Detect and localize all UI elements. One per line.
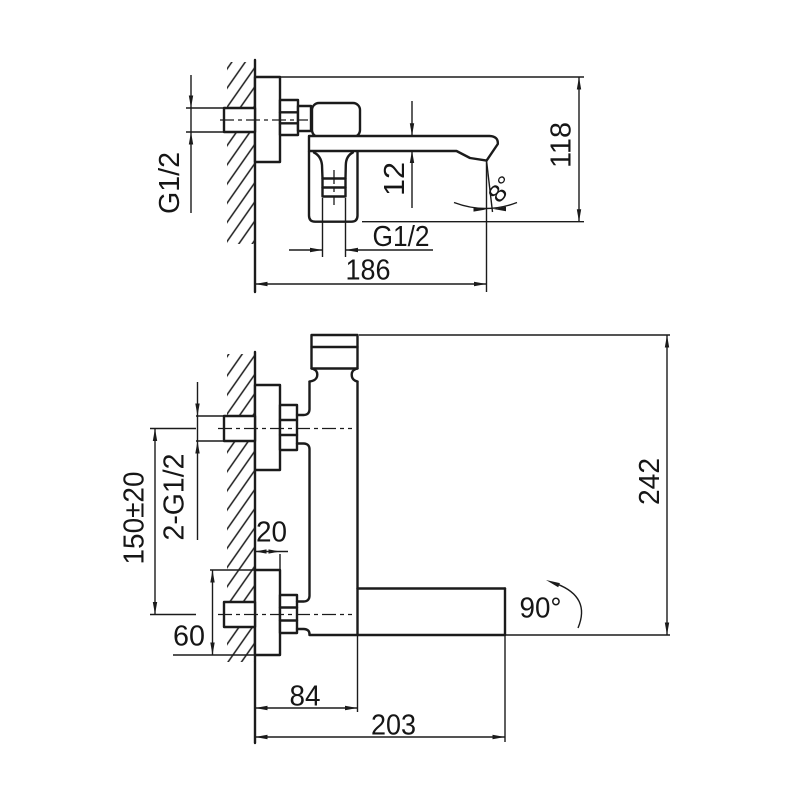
arrowhead [345, 705, 358, 711]
outlet-thread-label: G1/2 [373, 221, 430, 253]
arrowhead [152, 602, 158, 615]
escutcheon-label: 60 [173, 621, 205, 653]
inlet-threads-label: 2-G1/2 [159, 454, 191, 541]
arrowhead [546, 580, 560, 588]
spout [307, 134, 500, 162]
dimension-outlet-thread: G1/2 [289, 198, 433, 257]
swivel-angle-label: 90° [520, 593, 562, 625]
arrowhead [493, 206, 506, 212]
arrowhead [195, 441, 200, 454]
dimension-escutcheon-60: 60 [173, 569, 256, 656]
arrowhead [409, 150, 415, 163]
outlet-neck [344, 151, 354, 180]
arrowhead [188, 132, 194, 145]
dimension-height-118: 118 [546, 77, 582, 222]
inlet-thread-label: G1/2 [154, 152, 186, 214]
bottom-view: 150±20 2-G1/2 20 60 [119, 333, 670, 745]
hex-nut [278, 98, 300, 137]
cartridge-housing [310, 101, 362, 139]
dimension-inlet-threads: 2-G1/2 [159, 382, 224, 541]
arrowhead [664, 622, 670, 635]
mounting-plate [253, 383, 282, 472]
arrowhead [255, 734, 268, 740]
spout-plan [356, 587, 507, 637]
dimension-reach-186: 186 [255, 255, 487, 287]
arrowhead [255, 281, 268, 287]
arrowhead [576, 209, 582, 222]
reach-label: 186 [346, 255, 391, 287]
spout-thickness-label: 12 [379, 162, 411, 196]
arrowhead [210, 642, 215, 655]
handle [308, 333, 359, 383]
dimension-spout-angle-8: 8° [453, 160, 520, 292]
arrowhead [492, 734, 505, 740]
arrowhead [474, 281, 487, 287]
wall-hatching [227, 62, 255, 244]
arrowhead [664, 335, 670, 348]
arrowhead [576, 77, 582, 90]
wall-clearance-label: 20 [256, 517, 287, 549]
arrowhead [345, 247, 358, 253]
body-depth-label: 84 [290, 681, 321, 713]
mounting-plate [253, 568, 282, 657]
dimension-wall-clearance-20: 20 [255, 517, 288, 569]
top-view: G1/2 118 12 8° [154, 58, 584, 294]
length-label: 242 [634, 458, 666, 505]
hex-nut [278, 403, 299, 452]
inlet-spacing-label: 150±20 [119, 472, 151, 565]
arrowhead [255, 549, 267, 554]
arrowhead [268, 549, 280, 554]
spout-length-label: 203 [371, 710, 416, 742]
dimension-length-242: 242 [634, 335, 670, 635]
dimension-spout-length-203: 203 [255, 636, 506, 742]
arrowhead [255, 705, 268, 711]
arrowhead [409, 123, 415, 136]
dimension-inlet-thread: G1/2 [154, 75, 224, 214]
dimension-spout-thickness-12: 12 [379, 101, 415, 208]
arrowhead [310, 247, 323, 253]
dimension-swivel-90: 90° [520, 580, 583, 629]
arrowhead [195, 403, 200, 416]
faucet-body [295, 380, 507, 637]
arrowhead [188, 95, 194, 108]
dimension-body-depth-84: 84 [255, 636, 359, 713]
outlet-neck [312, 151, 324, 180]
arrowhead [152, 428, 158, 441]
dimension-inlet-spacing-150: 150±20 [119, 427, 196, 616]
arrowhead [210, 570, 215, 583]
height-label: 118 [546, 122, 578, 168]
adapter-ring [296, 104, 313, 133]
arrowhead [473, 207, 486, 212]
